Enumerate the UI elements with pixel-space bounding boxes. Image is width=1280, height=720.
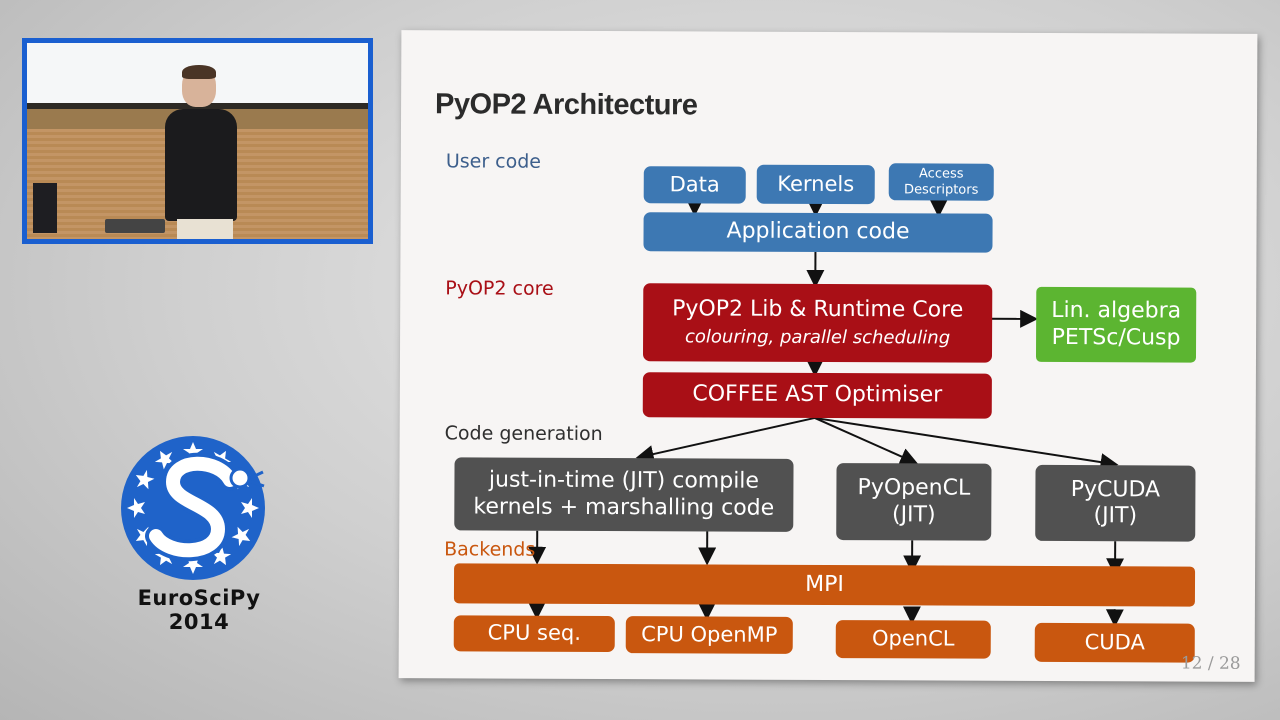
box-kernels-label: Kernels [777, 171, 855, 197]
section-backends: Backends [444, 538, 536, 561]
box-opencl: OpenCL [835, 620, 991, 659]
section-code-generation: Code generation [444, 422, 603, 446]
box-cuda: CUDA [1034, 622, 1195, 663]
box-coffee-label: COFFEE AST Optimiser [692, 381, 943, 408]
box-pyopencl-label-2: (JIT) [891, 501, 936, 527]
box-jit-label-2: kernels + marshalling code [473, 493, 775, 521]
box-pycuda-label-1: PyCUDA [1070, 476, 1161, 503]
box-cpu-openmp: CPU OpenMP [625, 616, 793, 654]
box-cpu-seq: CPU seq. [453, 615, 615, 653]
box-linear-algebra: Lin. algebra PETSc/Cusp [1035, 286, 1197, 363]
presentation-slide: PyOP2 Architecture User c [398, 30, 1258, 682]
box-jit-label-1: just-in-time (JIT) compile [488, 467, 760, 494]
box-pyopencl: PyOpenCL (JIT) [836, 463, 992, 541]
box-runtime-core: PyOP2 Lib & Runtime Core colouring, para… [642, 283, 993, 363]
box-kernels: Kernels [756, 164, 875, 205]
box-application-code: Application code [643, 212, 993, 253]
speaker-legs [177, 219, 233, 239]
speaker-video-inset [22, 38, 373, 244]
box-coffee-optimiser: COFFEE AST Optimiser [642, 372, 992, 419]
box-access-label-1: Access [918, 166, 964, 182]
video-desk [105, 219, 165, 233]
box-cpu-seq-label: CPU seq. [487, 620, 581, 646]
slide-page-number: 12 / 28 [1180, 653, 1241, 674]
box-mpi-label: MPI [805, 571, 844, 597]
speaker-hair [182, 65, 216, 79]
box-runtime-core-sublabel: colouring, parallel scheduling [684, 326, 951, 349]
box-linalg-label-1: Lin. algebra [1051, 298, 1182, 324]
box-linalg-label-2: PETSc/Cusp [1051, 324, 1181, 351]
video-monitor [33, 183, 57, 233]
box-pycuda-label-2: (JIT) [1093, 503, 1138, 529]
box-pyopencl-label-1: PyOpenCL [857, 475, 971, 501]
section-user-code: User code [445, 150, 542, 173]
box-application-code-label: Application code [726, 218, 910, 245]
speaker-body [165, 109, 237, 221]
box-cuda-label: CUDA [1084, 630, 1145, 655]
box-data: Data [643, 166, 746, 204]
box-pycuda: PyCUDA (JIT) [1035, 464, 1196, 542]
box-opencl-label: OpenCL [871, 626, 955, 651]
euroscipy-title: EuroSciPy 2014 [137, 586, 261, 634]
box-data-label: Data [669, 172, 720, 197]
box-jit-compile: just-in-time (JIT) compile kernels + mar… [454, 457, 794, 532]
box-mpi: MPI [453, 563, 1196, 607]
box-cpu-openmp-label: CPU OpenMP [641, 622, 778, 647]
section-pyop2-core: PyOP2 core [445, 277, 554, 300]
box-runtime-core-label: PyOP2 Lib & Runtime Core [672, 296, 964, 323]
box-access-label-2: Descriptors [904, 181, 979, 198]
box-access-descriptors: Access Descriptors [888, 163, 994, 201]
euroscipy-snake-logo-icon [121, 436, 265, 580]
